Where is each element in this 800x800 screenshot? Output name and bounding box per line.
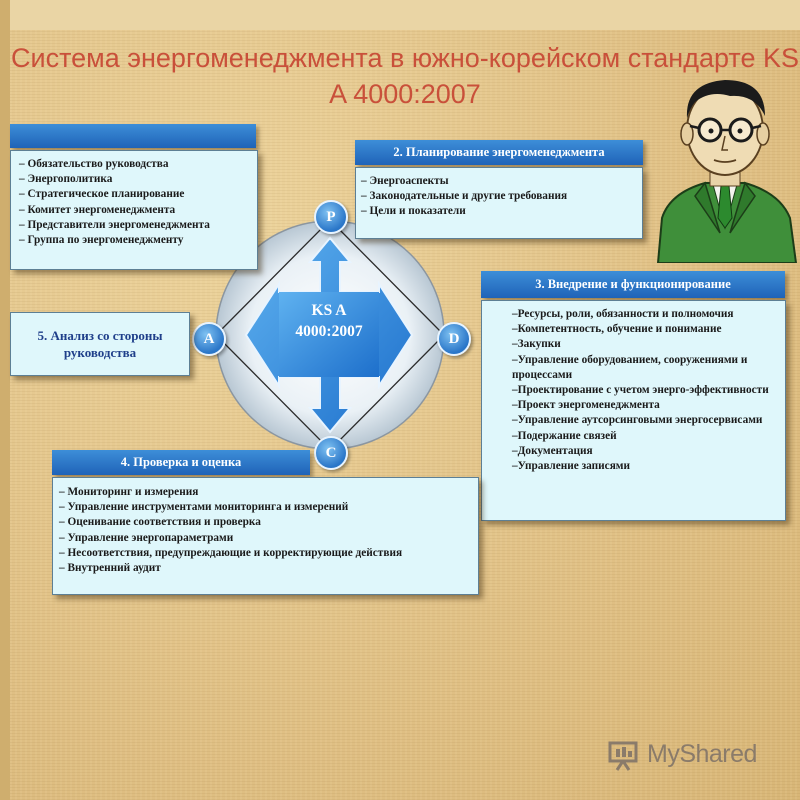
leadership-box-header: [10, 124, 256, 148]
list-item: Обязательство руководства: [19, 157, 257, 172]
implementation-box: Ресурсы, роли, обязанности и полномочия …: [481, 300, 786, 521]
list-item: Управление аутсорсинговыми энергосервиса…: [512, 413, 777, 428]
slide-left-edge: [0, 0, 10, 800]
node-do: D: [437, 322, 471, 356]
list-item: Компетентность, обучение и понимание: [512, 322, 777, 337]
node-plan: P: [314, 200, 348, 234]
list-item: Проект энергоменеджмента: [512, 398, 777, 413]
list-item: Управление инструментами мониторинга и и…: [59, 500, 478, 515]
watermark-text: MyShared: [647, 740, 757, 768]
checking-list: Мониторинг и измерения Управление инстру…: [53, 478, 478, 576]
list-item: Стратегическое планирование: [19, 187, 257, 202]
list-item: Группа по энергоменеджменту: [19, 233, 257, 248]
planning-box: Энергоаспекты Законодательные и другие т…: [355, 167, 643, 239]
list-item: Управление энергопараметрами: [59, 531, 478, 546]
list-item: Энергополитика: [19, 172, 257, 187]
slide-title: Система энергоменеджмента в южно-корейск…: [10, 43, 800, 109]
cycle-center-line2: 4000:2007: [295, 323, 363, 340]
cycle-center-label: KS A 4000:2007: [279, 300, 379, 342]
list-item: Цели и показатели: [361, 204, 642, 219]
list-item: Документация: [512, 444, 777, 459]
man-in-glasses-portrait: [656, 80, 798, 263]
implementation-list: Ресурсы, роли, обязанности и полномочия …: [482, 301, 785, 474]
list-item: Внутренний аудит: [59, 561, 478, 576]
checking-box: Мониторинг и измерения Управление инстру…: [52, 477, 479, 595]
planning-box-header: 2. Планирование энергоменеджмента: [355, 140, 643, 165]
list-item: Несоответствия, предупреждающие и коррек…: [59, 546, 478, 561]
list-item: Проектирование с учетом энерго-эффективн…: [512, 383, 777, 398]
list-item: Закупки: [512, 337, 777, 352]
implementation-box-header: 3. Внедрение и функционирование: [481, 271, 785, 298]
checking-box-header: 4. Проверка и оценка: [52, 450, 310, 475]
slide-top-edge: [0, 0, 800, 30]
list-item: Представители энергоменеджмента: [19, 218, 257, 233]
cycle-center-square: [279, 292, 379, 377]
list-item: Управление оборудованием, сооружениями и…: [512, 353, 777, 383]
list-item: Оценивание соответствия и проверка: [59, 515, 478, 530]
list-item: Энергоаспекты: [361, 174, 642, 189]
list-item: Мониторинг и измерения: [59, 485, 478, 500]
cycle-center-line1: KS A: [311, 302, 347, 319]
leadership-list: Обязательство руководства Энергополитика…: [11, 151, 257, 248]
leadership-box: Обязательство руководства Энергополитика…: [10, 150, 258, 270]
list-item: Законодательные и другие требования: [361, 189, 642, 204]
list-item: Подержание связей: [512, 429, 777, 444]
planning-list: Энергоаспекты Законодательные и другие т…: [356, 168, 642, 220]
node-act: A: [192, 322, 226, 356]
projector-screen-icon: [608, 741, 638, 771]
management-review-label: 5. Анализ со стороны руководства: [37, 328, 163, 360]
node-check: C: [314, 436, 348, 470]
list-item: Управление записями: [512, 459, 777, 474]
list-item: Ресурсы, роли, обязанности и полномочия: [512, 307, 777, 322]
list-item: Комитет энергоменеджмента: [19, 203, 257, 218]
watermark: MyShared: [605, 738, 775, 772]
management-review-box: 5. Анализ со стороны руководства: [10, 312, 190, 376]
